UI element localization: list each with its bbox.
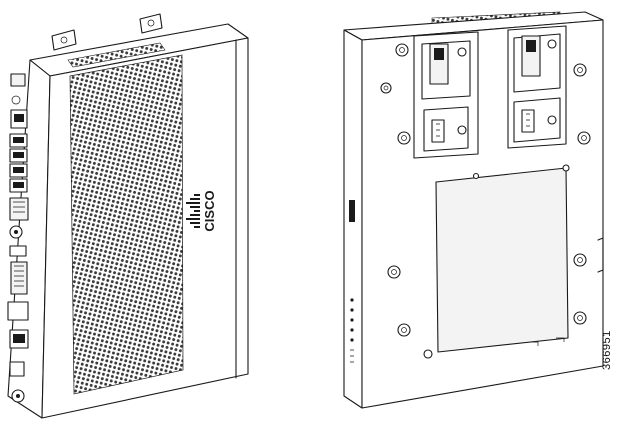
din-rail-clip-left	[413, 31, 479, 159]
mounting-tab-left	[51, 29, 77, 51]
mounting-tab-right	[139, 13, 163, 34]
edge-indicators	[349, 200, 355, 363]
top-vent	[67, 42, 166, 68]
cisco-logo-text: CISCO	[202, 190, 217, 231]
ground-lug	[9, 361, 25, 377]
tab-hole	[147, 19, 155, 27]
recess-marks	[532, 337, 565, 346]
cisco-logo-icon: CISCO	[186, 190, 217, 232]
reset-button-icon	[11, 95, 21, 105]
din-rail-clip-right	[507, 25, 567, 149]
left-router-view: CISCO	[7, 13, 249, 419]
edge-logo	[349, 200, 355, 222]
screw-holes	[380, 43, 591, 359]
tab-hole	[60, 36, 68, 44]
front-vent-grille	[69, 54, 184, 395]
label-recess	[435, 167, 569, 353]
serial-port	[10, 261, 28, 295]
port-panel	[7, 73, 29, 403]
right-router-view	[343, 11, 604, 409]
sfp-port	[9, 197, 29, 221]
led-block	[10, 73, 26, 87]
side-bracket	[597, 237, 604, 273]
power-input	[7, 301, 29, 321]
usb-port	[9, 245, 27, 257]
figure-id-label: 366951	[601, 330, 613, 370]
